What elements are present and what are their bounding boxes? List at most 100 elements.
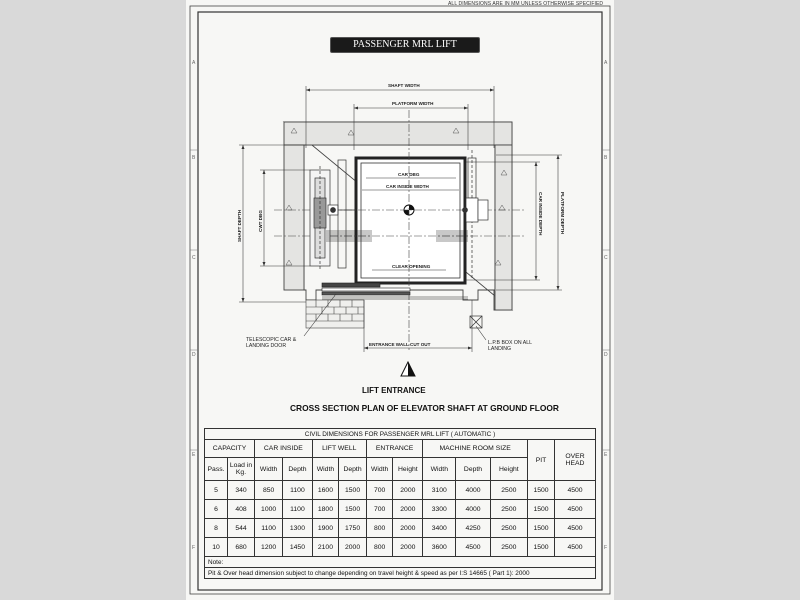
header-lift-well: LIFT WELL [311,439,367,458]
inner-border [197,11,603,591]
dimension-unit-note: ALL DIMENSIONS ARE IN MM UNLESS OTHERWIS… [448,1,604,7]
cell-over-head: 4500 [554,537,596,557]
subheader-pass: Pass. [204,457,228,481]
subheader-width: Width [422,457,457,481]
cell-load: 408 [227,499,255,519]
car-inside-width-label: CAR INSIDE WIDTH [386,184,429,189]
shaft-plan-drawing [189,5,611,595]
cell-entrance-height: 2000 [392,499,424,519]
lift-entrance-arrow [400,360,416,377]
drawing-title: PASSENGER MRL LIFT [330,37,480,53]
cell-mr-depth: 4000 [455,499,491,519]
border-letter: C [604,255,608,261]
cell-mr-width: 3600 [422,537,457,557]
border-letter: B [192,155,196,161]
cell-entrance-width: 700 [365,480,394,500]
civil-dimensions-table: CIVIL DIMENSIONS FOR PASSENGER MRL LIFT … [204,428,596,579]
border-letter: E [192,452,196,458]
border-letter: E [604,452,608,458]
cell-well-width: 1800 [311,499,340,519]
cell-pass: 5 [204,480,228,500]
cell-mr-height: 2500 [489,518,529,538]
cell-mr-width: 3400 [422,518,457,538]
brick-wall [305,299,365,329]
subheader-height: Height [392,457,424,481]
header-entrance: ENTRANCE [365,439,424,458]
cell-well-width: 1600 [311,480,340,500]
cell-car-width: 1000 [253,499,284,519]
lpb-box-label: L.P.B BOX ON ALL LANDING [488,340,532,352]
border-letter: F [192,545,196,551]
car-inside-depth-label: CAR INSIDE DEPTH [538,192,543,236]
subheader-height: Height [489,457,529,481]
border-letter: A [192,60,196,66]
car-guide-right [436,150,489,280]
header-car-inside: CAR INSIDE [254,439,313,458]
cell-over-head: 4500 [554,518,596,538]
entrance-wall-cut-out-label: ENTRANCE WALL CUT OUT [369,342,431,347]
cwt-dbg-label: CWT DBG [258,210,263,232]
cell-car-depth: 1100 [282,480,313,500]
section-title: CROSS SECTION PLAN OF ELEVATOR SHAFT AT … [290,403,559,413]
subheader-width: Width [365,457,394,481]
cell-over-head: 4500 [554,480,596,500]
car-cabin [354,156,467,285]
cell-entrance-width: 700 [365,499,394,519]
cell-pit: 1500 [527,537,555,557]
telescopic-door-label: TELESCOPIC CAR & LANDING DOOR [246,337,297,349]
border-letter: B [604,155,608,161]
cell-mr-height: 2500 [489,537,529,557]
cell-load: 544 [227,518,255,538]
platform-width-label: PLATFORM WIDTH [392,101,434,106]
cell-car-width: 850 [253,480,284,500]
cell-mr-depth: 4000 [455,480,491,500]
cell-well-depth: 1750 [338,518,367,538]
cell-well-depth: 2000 [338,537,367,557]
cell-pit: 1500 [527,499,555,519]
cell-load: 680 [227,537,255,557]
cell-pass: 6 [204,499,228,519]
cell-car-width: 1200 [253,537,284,557]
header-pit: PIT [527,439,555,481]
cell-car-width: 1100 [253,518,284,538]
header-over-head: OVER HEAD [554,439,596,481]
cell-well-width: 1900 [311,518,340,538]
telescopic-door [321,282,468,300]
lift-entrance-label: LIFT ENTRANCE [362,386,426,395]
counterweight-assembly [309,159,372,270]
border-letter: C [192,255,196,261]
cell-car-depth: 1300 [282,518,313,538]
cell-entrance-height: 2000 [392,537,424,557]
cell-well-depth: 1500 [338,499,367,519]
car-dbg-label: CAR DBG [398,172,420,177]
cell-entrance-height: 2000 [392,518,424,538]
cell-mr-depth: 4500 [455,537,491,557]
dimension-lines [239,86,562,352]
border-letter: D [604,352,608,358]
cell-car-depth: 1100 [282,499,313,519]
subheader-width: Width [311,457,340,481]
dimension-arrows [241,88,560,350]
subheader-depth: Depth [338,457,367,481]
table-note-text: Pit & Over head dimension subject to cha… [204,567,596,579]
cell-pass: 8 [204,518,228,538]
shaft-width-label: SHAFT WIDTH [388,83,420,88]
cell-pit: 1500 [527,518,555,538]
shaft-depth-label: SHAFT DEPTH [237,209,242,242]
cell-pit: 1500 [527,480,555,500]
cell-over-head: 4500 [554,499,596,519]
drawing-sheet: ALL DIMENSIONS ARE IN MM UNLESS OTHERWIS… [186,0,614,600]
border-letter: F [604,545,608,551]
border-letter: A [604,60,608,66]
table-caption: CIVIL DIMENSIONS FOR PASSENGER MRL LIFT … [204,428,596,440]
outer-border [189,5,611,595]
header-capacity: CAPACITY [204,439,255,458]
clear-opening-label: CLEAR OPENING [392,264,431,269]
cell-mr-height: 2500 [489,499,529,519]
cell-mr-width: 3300 [422,499,457,519]
header-machine-room-size: MACHINE ROOM SIZE [422,439,528,458]
subheader-depth: Depth [455,457,491,481]
